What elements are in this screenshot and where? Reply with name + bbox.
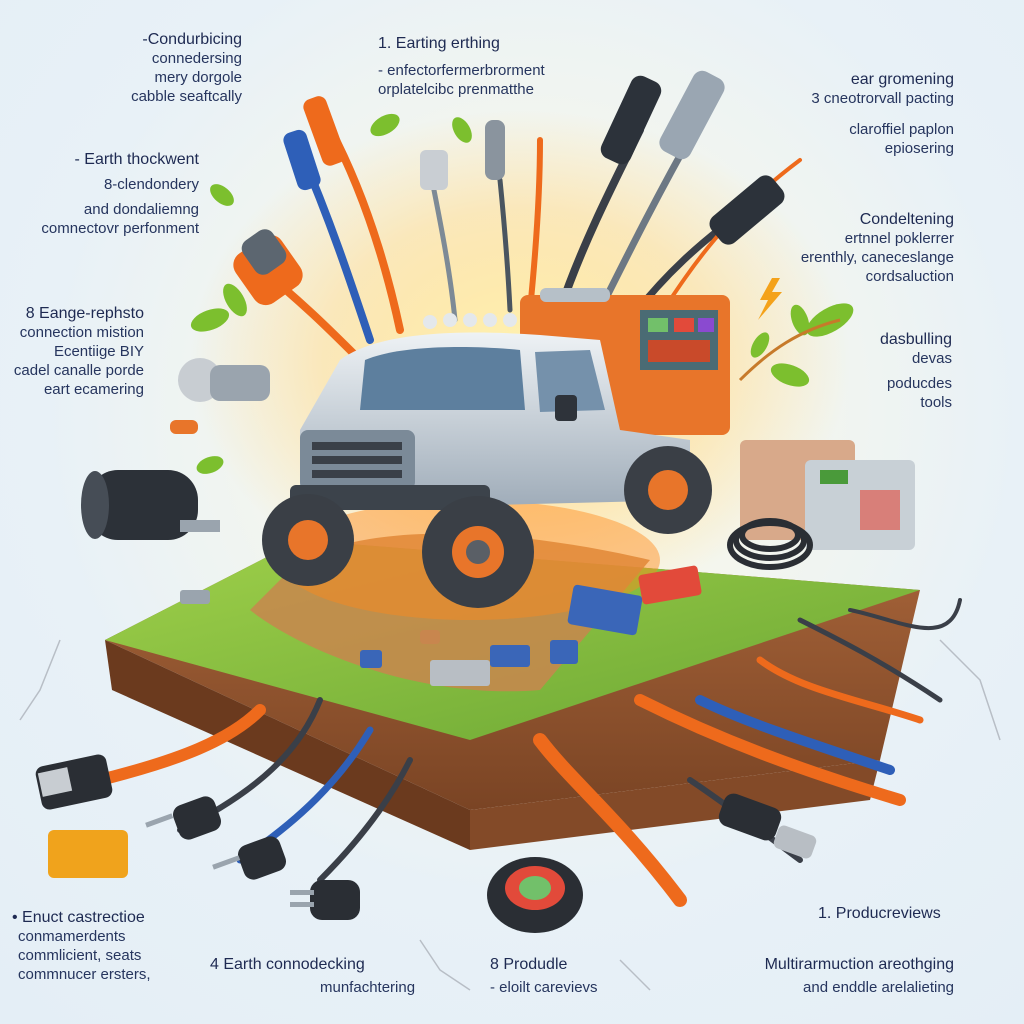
usb-plug-icon bbox=[35, 754, 113, 810]
label-bottom-left: • Enuct castrectioe conmamerdents commli… bbox=[12, 909, 151, 983]
gold-block bbox=[48, 830, 128, 878]
label-top-center: 1. Earting erthing - enfectorfermerbrorm… bbox=[378, 35, 545, 98]
label-right-1: Condeltening ertnnel poklerrer erenthly,… bbox=[800, 211, 954, 285]
connector-icon bbox=[718, 793, 817, 859]
label-bottom-right: Multirarmuction areothging and enddle ar… bbox=[764, 956, 954, 996]
tape-roll-icon bbox=[487, 857, 583, 933]
label-top-right: ear gromening 3 cneotrorvall pacting cla… bbox=[811, 71, 954, 157]
coil-icon bbox=[727, 518, 813, 570]
small-parts bbox=[180, 565, 702, 686]
label-top-left: -Condurbicing connedersing mery dorgole … bbox=[131, 31, 242, 105]
label-bottom-right-top: 1. Producreviews bbox=[818, 905, 941, 922]
ground-cracks bbox=[19, 639, 1001, 991]
leaf-icon bbox=[190, 113, 854, 474]
label-bottom-center-left: 4 Earth connodecking munfachtering bbox=[210, 956, 416, 996]
truck-illustration bbox=[262, 288, 730, 608]
label-right-2: dasbulling devas poducdes tools bbox=[879, 331, 952, 411]
label-left-2: 8 Eange-rephsto connection mistion Ecent… bbox=[13, 305, 144, 398]
equipment-boxes bbox=[740, 440, 915, 550]
cable-plug-icon bbox=[233, 70, 785, 306]
label-left-1: - Earth thockwent 8-clendondery and dond… bbox=[41, 151, 199, 237]
ground-block bbox=[105, 500, 920, 850]
power-plug-icon bbox=[145, 796, 360, 920]
underground-cables bbox=[94, 598, 962, 907]
label-bottom-center: 8 Produdle - eloilt carevievs bbox=[490, 956, 598, 996]
lightning-icon bbox=[758, 278, 782, 320]
left-components bbox=[81, 358, 270, 540]
